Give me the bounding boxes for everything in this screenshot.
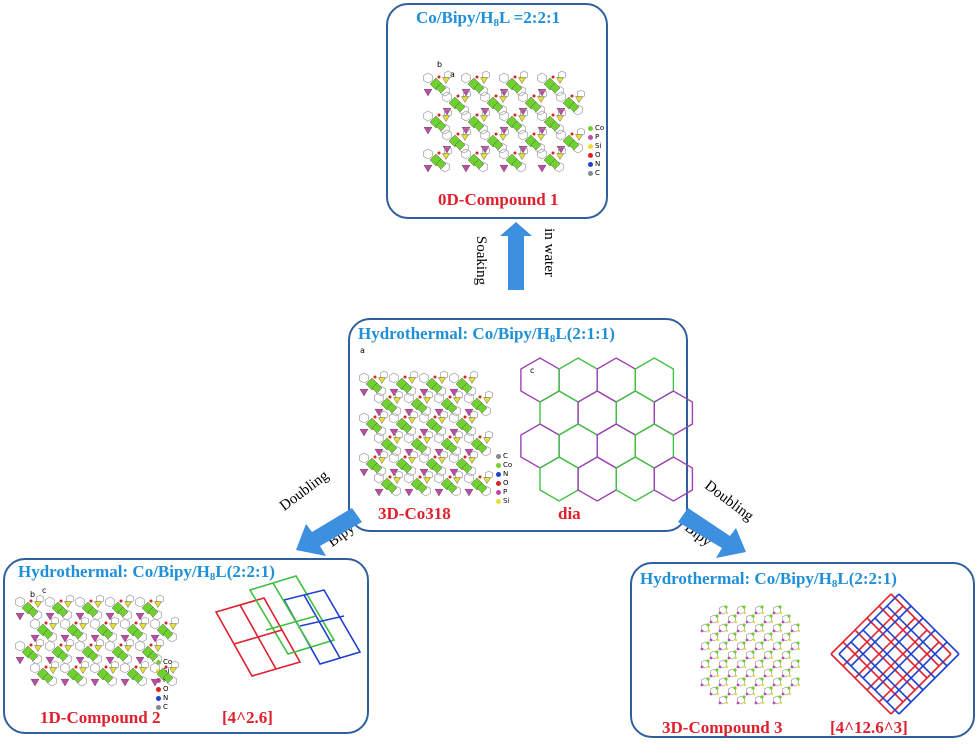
bottom-left-crystal-structure — [15, 594, 179, 687]
arrow-down-right — [678, 508, 746, 558]
title-subscript: 8 — [831, 578, 838, 590]
arrow-down-left — [296, 508, 362, 556]
middle-axis-a: a — [360, 346, 365, 355]
middle-panel-title: Hydrothermal: Co/Bipy/H8L(2:1:1) — [358, 324, 615, 345]
bottom-right-crystal-structure — [700, 605, 801, 705]
legend-item: Co — [588, 124, 604, 133]
title-text: Hydrothermal: Co/Bipy/H — [640, 569, 832, 588]
title-text: Co/Bipy/H — [416, 8, 494, 27]
middle-legend: C Co N O P Si — [496, 452, 512, 506]
legend-item: Si — [496, 497, 512, 506]
title-text-suffix: L =2:2:1 — [498, 8, 561, 27]
bottom-left-axis-c: c — [42, 586, 47, 595]
middle-label-dia: dia — [558, 504, 581, 523]
title-text-suffix: L(2:2:1) — [215, 562, 275, 581]
middle-crystal-structure — [359, 370, 493, 497]
title-subscript: 8 — [549, 333, 556, 345]
bottom-left-topology-net — [214, 575, 362, 677]
legend-item: O — [496, 479, 512, 488]
legend-item: N — [496, 470, 512, 479]
bottom-right-label-compound3: 3D-Compound 3 — [662, 718, 783, 737]
legend-item: C — [496, 452, 512, 461]
title-text-suffix: L(2:1:1) — [555, 324, 615, 343]
title-text: Hydrothermal: Co/Bipy/H — [18, 562, 210, 581]
bottom-right-panel-title: Hydrothermal: Co/Bipy/H8L(2:2:1) — [640, 569, 897, 590]
legend-item: N — [156, 694, 172, 703]
bottom-left-axis-b: b — [30, 590, 36, 599]
legend-item: N — [588, 160, 604, 169]
top-panel-title: Co/Bipy/H8L =2:2:1 — [416, 8, 560, 29]
bottom-right-panel — [630, 562, 975, 738]
legend-item: Si — [588, 142, 604, 151]
title-subscript: 8 — [493, 17, 499, 29]
legend-item: P — [496, 488, 512, 497]
legend-item: Co — [496, 461, 512, 470]
bottom-left-panel — [3, 558, 369, 734]
legend-item: Co — [156, 658, 172, 667]
legend-item: P — [588, 133, 604, 142]
top-axis-b: b — [437, 60, 443, 69]
bottom-left-label-compound2: 1D-Compound 2 — [40, 708, 161, 727]
arrow-up — [500, 222, 532, 290]
legend-item: O — [588, 151, 604, 160]
bottom-right-topology-net — [830, 593, 960, 715]
bottom-right-label-topology: [4^12.6^3] — [830, 718, 908, 737]
top-panel-label: 0D-Compound 1 — [438, 190, 559, 209]
legend-item: C — [156, 703, 172, 712]
top-crystal-structure — [423, 70, 585, 173]
middle-label-3d-co318: 3D-Co318 — [378, 504, 451, 523]
top-axis-a: a — [450, 70, 455, 79]
top-legend: Co P Si O N C — [588, 124, 604, 178]
title-subscript: 8 — [209, 571, 216, 583]
title-text: Hydrothermal: Co/Bipy/H — [358, 324, 550, 343]
dia-network — [520, 357, 694, 502]
middle-axis-c: c — [530, 366, 535, 375]
bottom-left-label-topology: [4^2.6] — [222, 708, 273, 727]
legend-item: C — [588, 169, 604, 178]
title-text-suffix: L(2:2:1) — [837, 569, 897, 588]
bottom-left-panel-title: Hydrothermal: Co/Bipy/H8L(2:2:1) — [18, 562, 275, 583]
legend-item: O — [156, 685, 172, 694]
